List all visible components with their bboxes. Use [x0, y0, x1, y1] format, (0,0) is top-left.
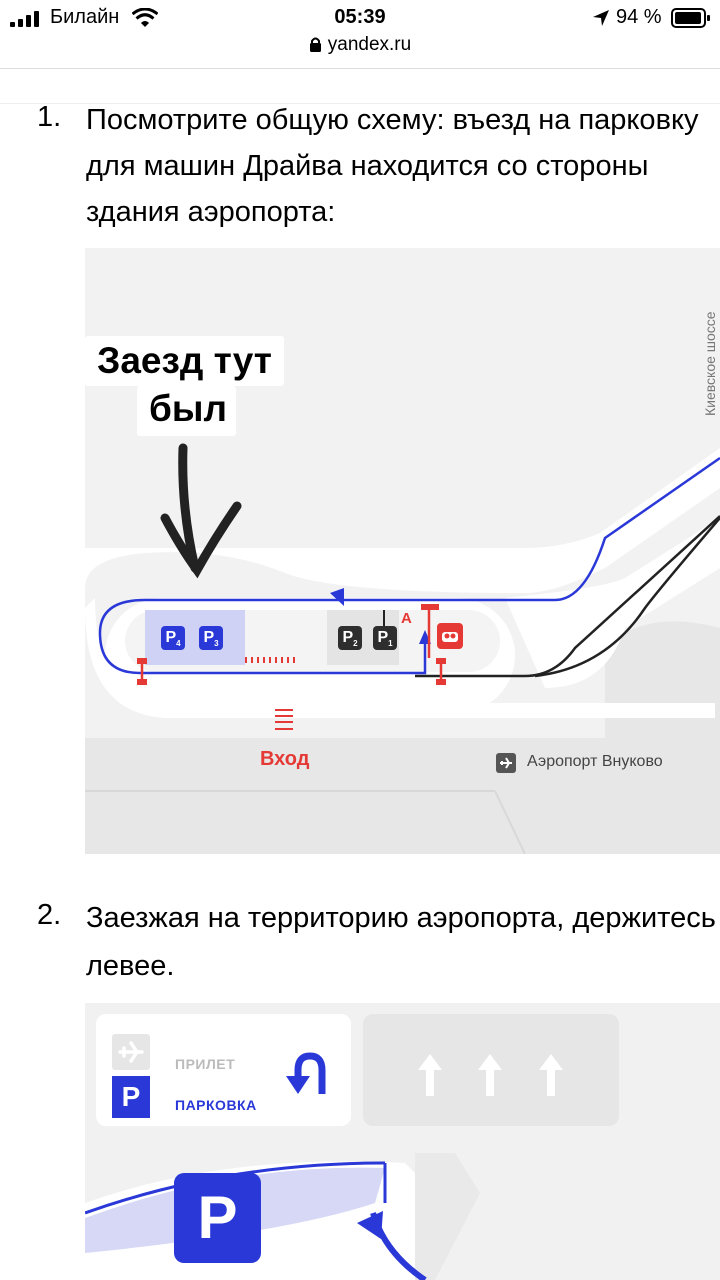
big-parking-sign: P — [174, 1173, 261, 1263]
step-text-line: Заезжая на территорию аэропорта, держите… — [86, 902, 716, 934]
parking-sign-letter: P — [121, 1081, 141, 1112]
arrival-label: ПРИЛЕТ — [175, 1056, 236, 1072]
parking-badge: P3 — [199, 626, 223, 650]
step-number: 1. — [37, 101, 62, 133]
step-number: 2. — [37, 899, 62, 931]
plane-icon — [118, 1041, 144, 1063]
lock-icon — [309, 37, 321, 52]
parking-letter: P — [165, 629, 177, 646]
location-arrow-icon — [593, 10, 609, 26]
step-text-line: левее. — [86, 950, 175, 982]
parking-number: 4 — [176, 639, 181, 649]
step-text-line: здания аэропорта: — [86, 196, 336, 228]
lane-sign — [363, 1014, 619, 1126]
battery-percent: 94 % — [616, 6, 662, 28]
clock: 05:39 — [334, 6, 386, 28]
parking-label: ПАРКОВКА — [175, 1097, 257, 1113]
parking-letter: P — [342, 629, 354, 646]
u-turn-icon — [286, 1052, 326, 1094]
lane-arrows-icon — [418, 1054, 563, 1096]
annotation-line-1: Заезд тут — [85, 336, 284, 386]
parking-sign: P — [112, 1076, 150, 1118]
airport-plane-icon — [496, 753, 516, 773]
airport-label: Аэропорт Внуково — [527, 753, 663, 770]
road-label: Киевское шоссе — [702, 311, 718, 416]
parking-number: 2 — [353, 639, 358, 649]
annotation-line-2: был — [137, 386, 236, 436]
url-bar[interactable]: yandex.ru — [0, 34, 720, 56]
browser-divider — [0, 68, 720, 69]
arrival-plane-box — [112, 1034, 150, 1070]
step-text-line: Посмотрите общую схему: въезд на парковк… — [86, 104, 699, 136]
carrier-name: Билайн — [50, 6, 120, 28]
direction-sign: ПРИЛЕТ P ПАРКОВКА — [96, 1014, 351, 1126]
parking-badge: P2 — [338, 626, 362, 650]
parking-badge: P1 — [373, 626, 397, 650]
wifi-icon — [132, 8, 158, 27]
url-text: yandex.ru — [327, 34, 412, 55]
step-text-line: для машин Драйва находится со стороны — [86, 150, 649, 182]
entrance-label: Вход — [260, 748, 310, 770]
big-parking-letter: P — [197, 1184, 238, 1251]
status-bar: Билайн 05:39 94 % — [0, 0, 720, 36]
parking-letter: P — [203, 629, 215, 646]
parking-badge: P4 — [161, 626, 185, 650]
road-signs-map: ПРИЛЕТ P ПАРКОВКА P — [85, 1003, 720, 1280]
marker-a: А — [401, 610, 412, 627]
parking-number: 3 — [214, 639, 219, 649]
content-top-line — [0, 103, 720, 104]
car-icon — [437, 623, 463, 649]
airport-map: Заезд тут был Киевское шоссе P4 P3 P2 P1… — [85, 248, 720, 854]
battery-icon — [671, 8, 710, 28]
parking-number: 1 — [388, 639, 393, 649]
signal-icon — [10, 11, 39, 27]
parking-letter: P — [377, 629, 389, 646]
